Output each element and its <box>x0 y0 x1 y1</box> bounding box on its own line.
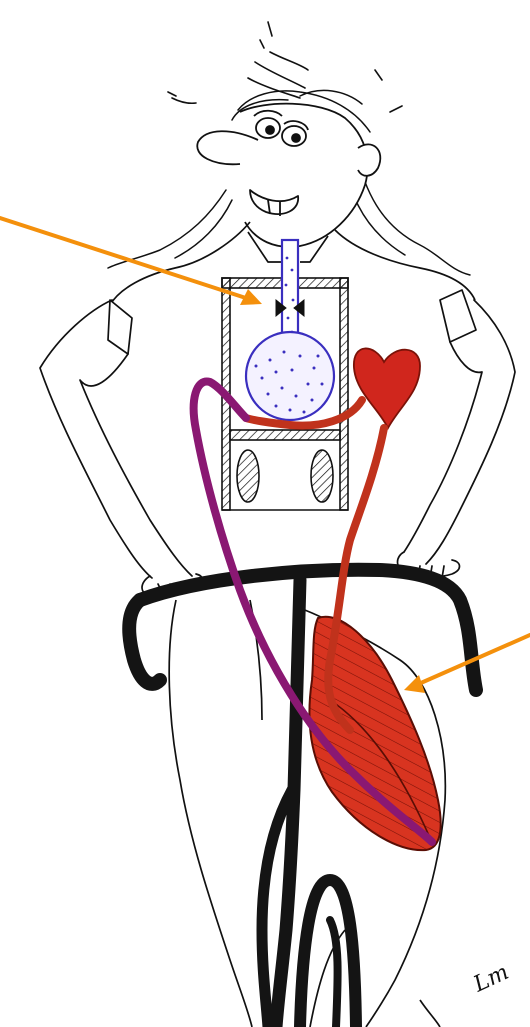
left-diaphragm-spring <box>237 450 259 502</box>
face <box>197 104 380 247</box>
signature-text: Lm <box>469 960 513 998</box>
artist-signature: Lm <box>469 960 513 998</box>
motion-lines <box>168 22 402 112</box>
annotation-arrows <box>0 218 530 693</box>
right-diaphragm-spring <box>311 450 333 502</box>
front-wheel <box>300 880 356 1027</box>
ear <box>358 144 380 175</box>
trachea <box>282 240 298 345</box>
arrow-to-muscle-head <box>404 675 425 693</box>
heart <box>354 348 420 428</box>
lung-bulb <box>246 332 334 420</box>
lungs-flask <box>246 240 334 420</box>
